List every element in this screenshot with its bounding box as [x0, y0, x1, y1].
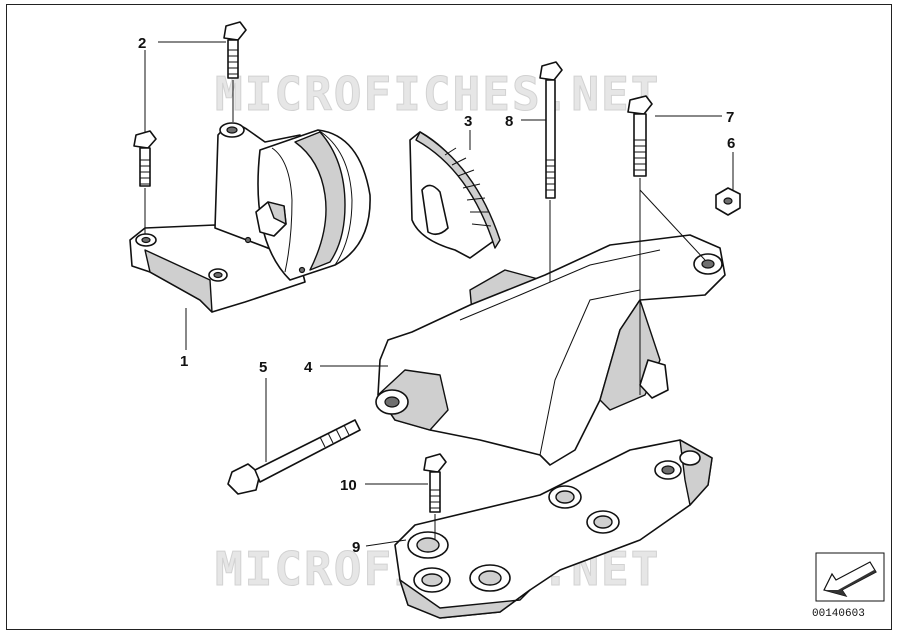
callout-2: 2 — [138, 35, 146, 52]
callout-labels: 2 1 3 8 7 6 4 5 10 9 — [138, 35, 735, 556]
part-4-transmission-bracket — [375, 234, 726, 466]
callout-6: 6 — [727, 135, 735, 152]
part-5-long-bolt — [227, 419, 361, 495]
callout-3: 3 — [464, 113, 472, 130]
part-3-heat-shield-plate — [409, 131, 501, 259]
part-10-bolt — [423, 453, 447, 513]
callout-5: 5 — [259, 359, 267, 376]
part-9-support-plate — [394, 439, 713, 619]
document-number: 00140603 — [812, 608, 865, 620]
part-6-hex-nut — [715, 187, 741, 216]
callout-10: 10 — [340, 477, 357, 494]
part-7-bolt — [627, 95, 653, 177]
callout-1: 1 — [180, 353, 188, 370]
watermark-top: MICROFICHES.NET — [215, 67, 660, 121]
diagram-frame — [6, 4, 892, 630]
callout-4: 4 — [304, 359, 313, 376]
part-8-long-bolt — [539, 61, 563, 199]
callout-8: 8 — [505, 113, 513, 130]
front-direction-arrow-icon — [815, 552, 885, 602]
part-2-bolt-upper — [223, 21, 247, 79]
callout-7: 7 — [726, 109, 734, 126]
callout-9: 9 — [352, 539, 360, 556]
part-2-bolt-lower — [133, 130, 157, 187]
leader-lines — [144, 41, 734, 547]
part-1-engine-mount — [129, 122, 371, 313]
